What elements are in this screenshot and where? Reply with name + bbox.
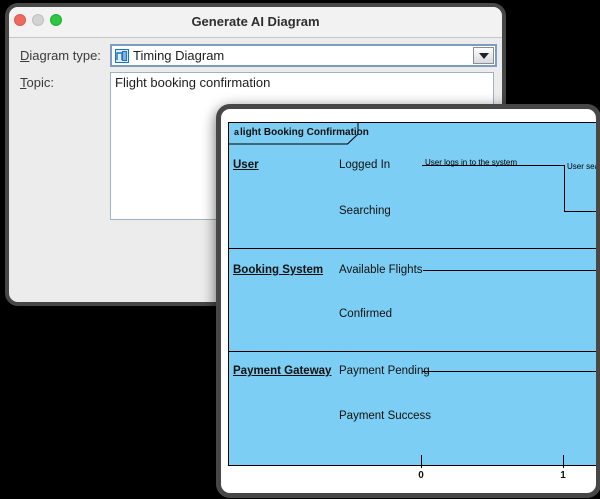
booking-state-line	[423, 270, 596, 271]
topic-label: Topic:	[20, 75, 54, 90]
lifeline-name-payment-gateway: Payment Gateway	[233, 365, 332, 377]
user-state-transition-line	[564, 165, 565, 212]
state-payment-pending: Payment Pending	[339, 365, 430, 377]
frame-icon: a	[234, 127, 240, 137]
combobox-dropdown-button[interactable]	[473, 47, 494, 64]
annotation-search-clipped: User sea	[567, 162, 596, 171]
dialog-title: Generate AI Diagram	[191, 14, 320, 29]
payment-state-line	[422, 371, 596, 372]
state-available-flights: Available Flights	[339, 264, 423, 276]
diagram-type-label: Diagram type:	[20, 48, 101, 63]
time-label-0: 0	[418, 470, 424, 481]
lifeline-name-user: User	[233, 159, 259, 171]
state-searching: Searching	[339, 205, 391, 217]
lifeline-separator-2	[229, 351, 596, 352]
diagram-type-combobox[interactable]: Timing Diagram	[110, 44, 497, 67]
lifeline-separator-1	[229, 248, 596, 249]
frame-tab-label: alight Booking Confirmation	[234, 127, 369, 138]
state-confirmed: Confirmed	[339, 308, 393, 320]
chevron-down-icon	[478, 52, 489, 59]
diagram-type-value: Timing Diagram	[133, 48, 225, 63]
time-tick-1	[563, 455, 564, 468]
zoom-button[interactable]	[50, 14, 62, 26]
minimize-button	[32, 14, 44, 26]
timing-diagram-icon	[115, 48, 129, 63]
close-button[interactable]	[14, 14, 26, 26]
time-label-1: 1	[560, 470, 566, 481]
diagram-preview-window: alight Booking Confirmation User Logged …	[216, 104, 600, 498]
annotation-login: User logs in to the system	[425, 158, 518, 167]
state-logged-in: Logged In	[339, 159, 391, 171]
frame-tab-shape	[229, 123, 359, 145]
user-state-line-high	[422, 165, 564, 166]
timing-diagram-canvas[interactable]: alight Booking Confirmation User Logged …	[228, 122, 596, 466]
user-state-line-low	[564, 211, 596, 212]
time-tick-0	[421, 455, 422, 468]
state-payment-success: Payment Success	[339, 410, 432, 422]
lifeline-name-booking-system: Booking System	[233, 264, 324, 276]
dialog-titlebar[interactable]: Generate AI Diagram	[9, 7, 502, 38]
